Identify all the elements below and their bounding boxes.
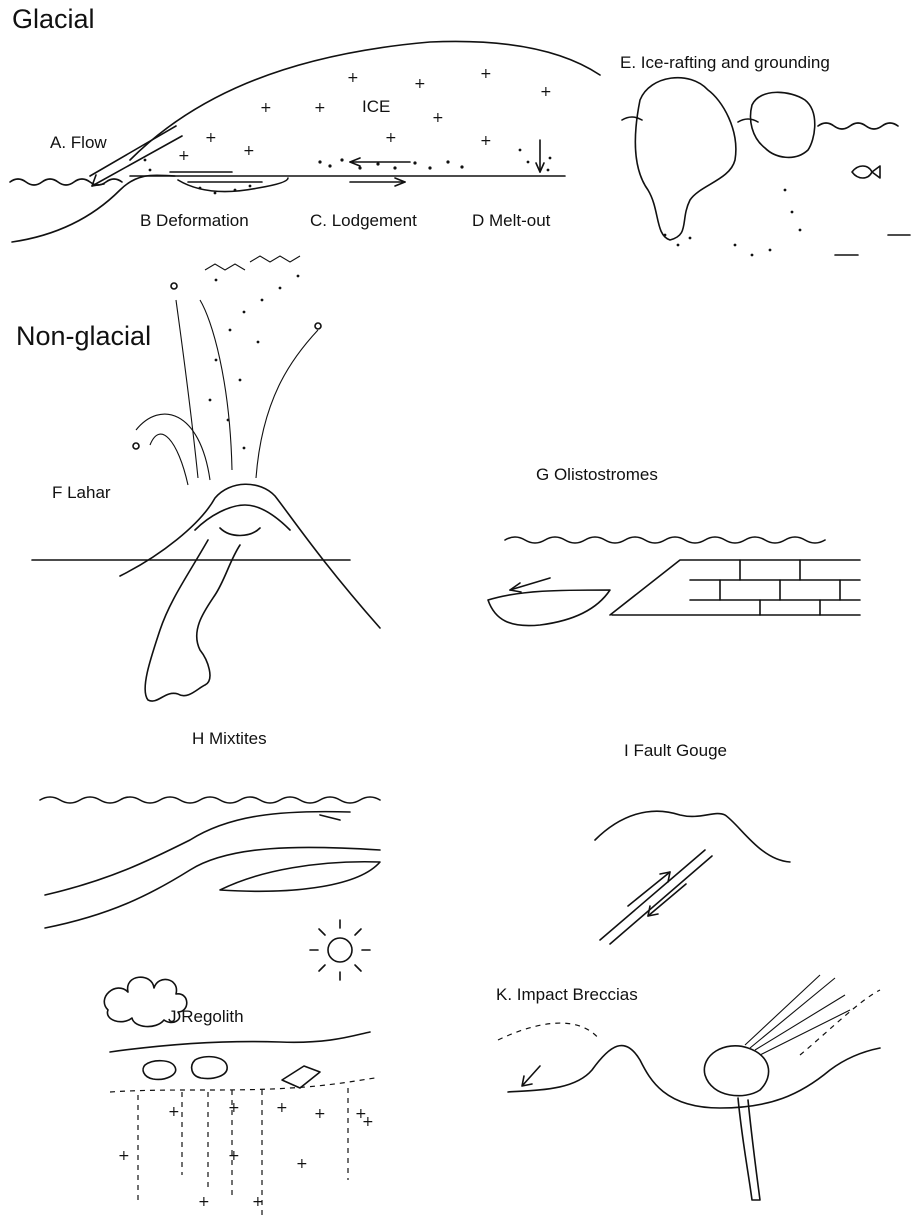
ballistic-arc-1 [136, 414, 210, 480]
breccia-dike [738, 1098, 760, 1200]
mixtite-flow-upper [45, 812, 350, 895]
slump-mass [488, 590, 610, 626]
lahar-flow [145, 540, 240, 701]
olistostromes-panel [488, 537, 860, 626]
impactor-body [704, 1046, 768, 1096]
carbonate-platform [610, 560, 860, 615]
corestone-1 [143, 1061, 176, 1080]
svg-text:+: + [252, 1194, 264, 1210]
label-ice: ICE [362, 98, 390, 115]
heading-non-glacial: Non-glacial [16, 323, 151, 350]
mixtite-flow-lower [45, 847, 380, 928]
impact-breccias-panel [498, 975, 880, 1200]
svg-text:+: + [540, 84, 552, 100]
svg-text:+: + [362, 1114, 374, 1130]
mixtite-lens [220, 862, 380, 892]
svg-text:+: + [118, 1148, 130, 1164]
sea-surface-h [40, 797, 380, 803]
fault-plane [600, 850, 705, 940]
label-flow: A. Flow [50, 134, 107, 151]
label-meltout: D Melt-out [472, 212, 550, 229]
corestone-3 [282, 1066, 320, 1088]
eruption-column-left [176, 300, 198, 478]
mixtites-panel [40, 797, 380, 928]
regolith-panel: +++ +++ +++ ++ [104, 920, 375, 1220]
label-deformation: B Deformation [140, 212, 249, 229]
svg-text:+: + [205, 130, 217, 146]
svg-text:+: + [276, 1100, 288, 1116]
sea-level-wave [10, 179, 122, 185]
svg-text:+: + [314, 1106, 326, 1122]
svg-text:+: + [314, 100, 326, 116]
svg-text:+: + [243, 143, 255, 159]
label-mixtites: H Mixtites [192, 730, 267, 747]
svg-text:+: + [198, 1194, 210, 1210]
svg-text:+: + [228, 1148, 240, 1164]
svg-text:+: + [260, 100, 272, 116]
soil-base [110, 1078, 375, 1092]
deformation-zone [178, 178, 288, 192]
bedrock-crosses: +++ +++ +++ ++ [118, 1100, 374, 1210]
svg-text:+: + [432, 110, 444, 126]
label-lahar: F Lahar [52, 484, 111, 501]
sun-icon [328, 938, 352, 962]
svg-text:+: + [178, 148, 190, 164]
sea-surface-e [622, 117, 898, 129]
svg-text:+: + [385, 130, 397, 146]
crater-profile [508, 1046, 880, 1108]
svg-text:+: + [480, 133, 492, 149]
ejecta-arrow [522, 1066, 540, 1086]
iceberg-floating [751, 92, 815, 157]
ballistic-arc-2 [200, 300, 232, 470]
fish-icon [852, 166, 880, 178]
svg-text:+: + [296, 1156, 308, 1172]
label-fault-gouge: I Fault Gouge [624, 742, 727, 759]
impact-trajectory-rays [745, 975, 850, 1055]
ballistic-arc-3 [150, 434, 188, 485]
label-regolith: J Regolith [168, 1008, 244, 1025]
svg-text:+: + [168, 1104, 180, 1120]
heading-glacial: Glacial [12, 6, 95, 33]
label-impact-breccias: K. Impact Breccias [496, 986, 638, 1003]
corestone-2 [192, 1057, 228, 1079]
hillside-profile [595, 811, 790, 862]
soil-surface [110, 1032, 370, 1052]
label-ice-rafting: E. Ice-rafting and grounding [620, 54, 830, 71]
svg-text:+: + [228, 1100, 240, 1116]
shear-arrow-up [628, 872, 670, 906]
iceberg-grounded [635, 78, 736, 240]
svg-text:+: + [480, 66, 492, 82]
fault-gouge-panel [595, 811, 790, 944]
eruption-column-right [256, 330, 318, 478]
sea-surface-g [505, 537, 825, 543]
svg-text:+: + [414, 76, 426, 92]
ash-dots [209, 275, 300, 450]
crater-rim [195, 505, 290, 530]
shear-arrow-down [648, 884, 686, 916]
label-olistostromes: G Olistostromes [536, 466, 658, 483]
slide-arrow [510, 578, 550, 590]
label-lodgement: C. Lodgement [310, 212, 417, 229]
ice-rafting-panel [622, 78, 910, 257]
svg-text:+: + [347, 70, 359, 86]
